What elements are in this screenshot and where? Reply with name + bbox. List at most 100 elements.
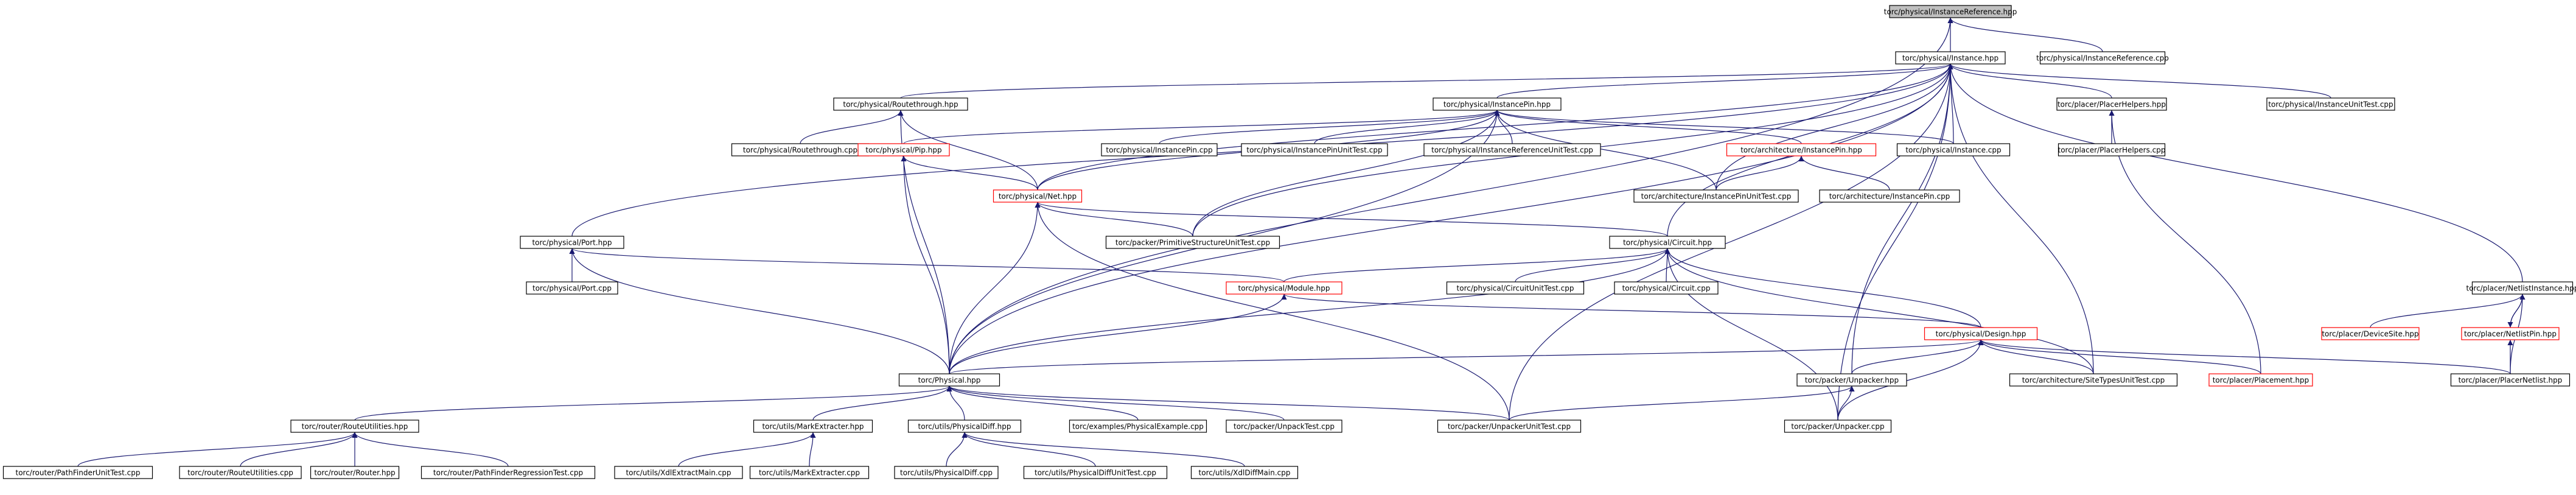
node-rt-hpp[interactable]: torc/physical/Routethrough.hpp [833,97,968,111]
edge-ir-hpp-to-phys-hpp [949,17,1953,374]
node-cut-cpp[interactable]: torc/physical/CircuitUnitTest.cpp [1446,281,1585,295]
node-box [1446,281,1585,295]
node-label: torc/physical/InstanceReference.cpp [2036,54,2169,63]
node-label: torc/physical/Net.hpp [999,192,1077,201]
node-box [1924,327,2038,340]
edge-mod-hpp-to-des-hpp [1281,293,1981,328]
node-plc-hpp[interactable]: torc/placer/Placement.hpp [2208,373,2313,387]
node-port-hpp[interactable]: torc/physical/Port.hpp [520,236,624,249]
node-box [1069,420,1207,433]
node-label: torc/physical/InstanceUnitTest.cpp [2268,100,2393,109]
node-stut-cpp[interactable]: torc/architecture/SiteTypesUnitTest.cpp [2009,373,2178,387]
node-label: torc/packer/Unpacker.hpp [1805,376,1899,385]
node-pn-hpp[interactable]: torc/placer/PlacerNetlist.hpp [2450,373,2571,387]
edge-rt-hpp-to-rt-cpp [800,110,904,144]
node-xem-cpp[interactable]: torc/utils/XdlExtractMain.cpp [614,466,743,479]
node-label: torc/physical/Circuit.hpp [1623,239,1712,247]
node-pdut-cpp[interactable]: torc/utils/PhysicalDiffUnitTest.cpp [1023,466,1168,479]
node-ir-cpp[interactable]: torc/physical/InstanceReference.cpp [2036,51,2169,65]
node-psut-cpp[interactable]: torc/packer/PrimitiveStructureUnitTest.c… [1105,236,1280,249]
node-net-hpp[interactable]: torc/physical/Net.hpp [993,189,1083,203]
node-inst-cpp[interactable]: torc/physical/Instance.cpp [1896,143,2011,156]
node-aipin-cpp[interactable]: torc/architecture/InstancePin.cpp [1819,189,1960,203]
node-label: torc/architecture/InstancePin.hpp [1740,146,1862,155]
node-label: torc/utils/XdlDiffMain.cpp [1199,469,1291,477]
node-ph-hpp[interactable]: torc/placer/PlacerHelpers.hpp [2056,97,2167,111]
node-label: torc/examples/PhysicalExample.cpp [1072,423,1204,431]
node-box [2009,373,2178,387]
node-pfrt-cpp[interactable]: torc/router/PathFinderRegressionTest.cpp [421,466,596,479]
node-label: torc/router/Router.hpp [314,469,395,477]
node-pd-hpp[interactable]: torc/utils/PhysicalDiff.hpp [907,420,1022,433]
edge-me-hpp-to-me-cpp [809,432,816,467]
node-aipinut-cpp[interactable]: torc/architecture/InstancePinUnitTest.cp… [1633,189,1799,203]
node-ni-hpp[interactable]: torc/placer/NetlistInstance.hpp [2466,281,2576,295]
node-unp-cpp[interactable]: torc/packer/Unpacker.cpp [1784,420,1892,433]
node-box [833,97,968,111]
node-box [1241,143,1388,156]
node-irut-cpp[interactable]: torc/physical/InstanceReferenceUnitTest.… [1423,143,1601,156]
node-ipinut-cpp[interactable]: torc/physical/InstancePinUnitTest.cpp [1241,143,1388,156]
edge-ip-hpp-to-aipinut-cpp [1494,110,1717,191]
node-box [2266,97,2395,111]
node-me-cpp[interactable]: torc/utils/MarkExtracter.cpp [749,466,870,479]
node-box [2,466,153,479]
node-pip-hpp[interactable]: torc/physical/Pip.hpp [857,143,950,156]
node-circ-hpp[interactable]: torc/physical/Circuit.hpp [1609,236,1726,249]
edge-me-hpp-to-xem-cpp [678,432,816,467]
node-box [1609,236,1726,249]
node-ainst-hpp[interactable]: torc/architecture/InstancePin.hpp [1726,143,1877,156]
node-ru-cpp[interactable]: torc/router/RouteUtilities.cpp [179,466,302,479]
node-xdm-cpp[interactable]: torc/utils/XdlDiffMain.cpp [1190,466,1299,479]
edge-circ-hpp-to-cut-cpp [1515,248,1670,283]
node-box [1726,143,1877,156]
edge-inst-hpp-to-unp-cpp [1837,63,1953,421]
node-label: torc/utils/XdlExtractMain.cpp [626,469,731,477]
node-box [907,420,1022,433]
node-circ-cpp[interactable]: torc/physical/Circuit.cpp [1614,281,1719,295]
node-box [290,420,419,433]
node-box [2056,97,2167,111]
node-box [1437,420,1582,433]
edge-inst-hpp-to-iut-cpp [1947,63,2331,99]
edge-inst-hpp-to-ni-hpp [1947,63,2523,283]
node-unp-hpp[interactable]: torc/packer/Unpacker.hpp [1796,373,1907,387]
edge-ip-hpp-to-psut-cpp [1192,110,1500,237]
node-ph-cpp[interactable]: torc/placer/PlacerHelpers.cpp [2058,143,2166,156]
node-ds-hpp[interactable]: torc/placer/DeviceSite.hpp [2321,327,2420,340]
node-label: torc/utils/PhysicalDiff.hpp [918,423,1011,431]
node-uput-cpp[interactable]: torc/packer/UnpackerUnitTest.cpp [1437,420,1582,433]
node-np-hpp[interactable]: torc/placer/NetlistPin.hpp [2461,327,2560,340]
node-phys-hpp[interactable]: torc/Physical.hpp [898,373,1000,387]
edge-ir-hpp-to-ir-cpp [1947,17,2103,52]
node-pd-cpp[interactable]: torc/utils/PhysicalDiff.cpp [894,466,999,479]
edge-inst-hpp-to-aipinut-cpp [1716,63,1953,191]
node-pe-cpp[interactable]: torc/examples/PhysicalExample.cpp [1069,420,1207,433]
edge-ni-hpp-to-ds-hpp [2370,293,2525,328]
node-me-hpp[interactable]: torc/utils/MarkExtracter.hpp [753,420,873,433]
edge-unp-hpp-to-uput-cpp [1509,385,1855,421]
node-box [1819,189,1960,203]
node-iut-cpp[interactable]: torc/physical/InstanceUnitTest.cpp [2266,97,2395,111]
node-box [2208,373,2313,387]
node-inst-hpp[interactable]: torc/physical/Instance.hpp [1895,51,2006,65]
node-ru-hpp[interactable]: torc/router/RouteUtilities.hpp [290,420,419,433]
node-upt-cpp[interactable]: torc/packer/UnpackTest.cpp [1226,420,1342,433]
node-ipin-cpp[interactable]: torc/physical/InstancePin.cpp [1101,143,1218,156]
edge-port-hpp-to-phys-hpp [569,248,950,374]
node-label: torc/placer/DeviceSite.hpp [2322,330,2418,339]
edge-ru-hpp-to-pfrt-cpp [352,432,509,467]
node-rt-cpp[interactable]: torc/physical/Routethrough.cpp [731,143,870,156]
node-mod-hpp[interactable]: torc/physical/Module.hpp [1226,281,1342,295]
edge-ip-hpp-to-pip-hpp [903,110,1500,144]
node-pfut-cpp[interactable]: torc/router/PathFinderUnitTest.cpp [2,466,153,479]
node-des-hpp[interactable]: torc/physical/Design.hpp [1924,327,2038,340]
node-router-hpp[interactable]: torc/router/Router.hpp [310,466,400,479]
node-box [2321,327,2420,340]
node-label: torc/packer/UnpackTest.cpp [1234,423,1335,431]
edge-ip-hpp-to-inst-cpp [1494,110,1954,144]
node-label: torc/utils/PhysicalDiffUnitTest.cpp [1035,469,1156,477]
edge-ph-hpp-to-plc-hpp [2109,110,2261,374]
node-ip-hpp[interactable]: torc/physical/InstancePin.hpp [1433,97,1562,111]
node-port-cpp[interactable]: torc/physical/Port.cpp [526,281,618,295]
